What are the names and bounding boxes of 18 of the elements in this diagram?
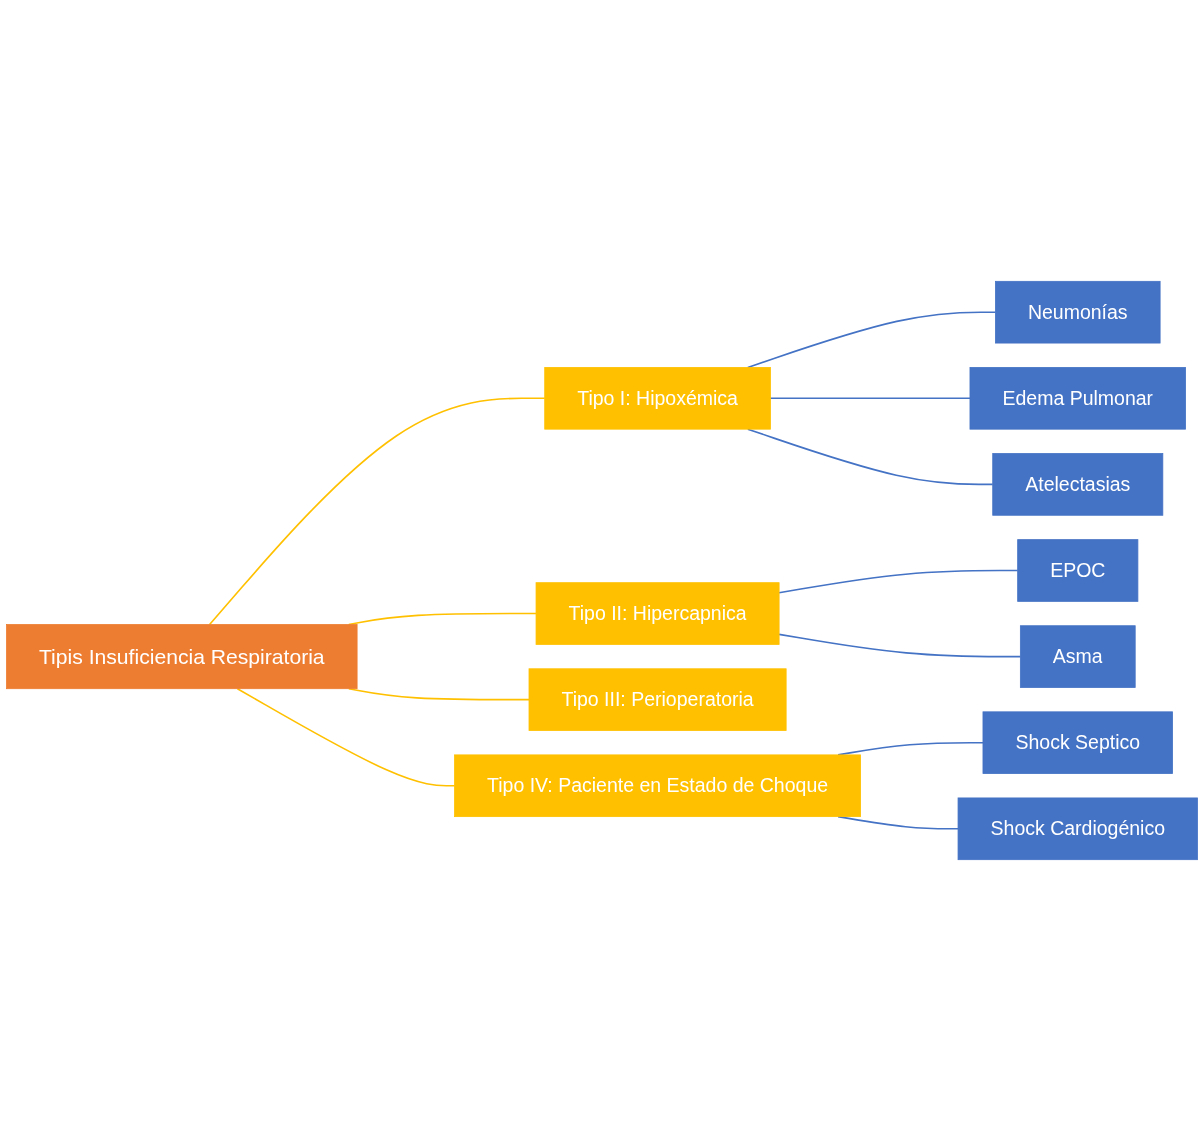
node-box: Atelectasias <box>992 453 1164 516</box>
node-box: Tipis Insuficiencia Respiratoria <box>6 624 358 690</box>
node-box: Edema Pulmonar <box>969 367 1186 430</box>
connector <box>778 569 1019 594</box>
node-box: EPOC <box>1017 539 1139 602</box>
connector <box>236 687 456 787</box>
connector <box>778 633 1022 658</box>
connector <box>747 311 997 369</box>
connector <box>769 397 971 400</box>
node-box: Tipo II: Hipercapnica <box>535 582 780 645</box>
node-box: Tipo IV: Paciente en Estado de Choque <box>454 754 861 818</box>
connector <box>208 397 546 626</box>
node-box: Neumonías <box>995 280 1161 344</box>
node-box: Tipo I: Hipoxémica <box>544 367 771 430</box>
node-box: Asma <box>1019 625 1136 688</box>
node-box: Shock Cardiogénico <box>957 797 1198 861</box>
node-box: Shock Septico <box>982 711 1173 774</box>
node-box: Tipo III: Perioperatoria <box>528 668 787 731</box>
